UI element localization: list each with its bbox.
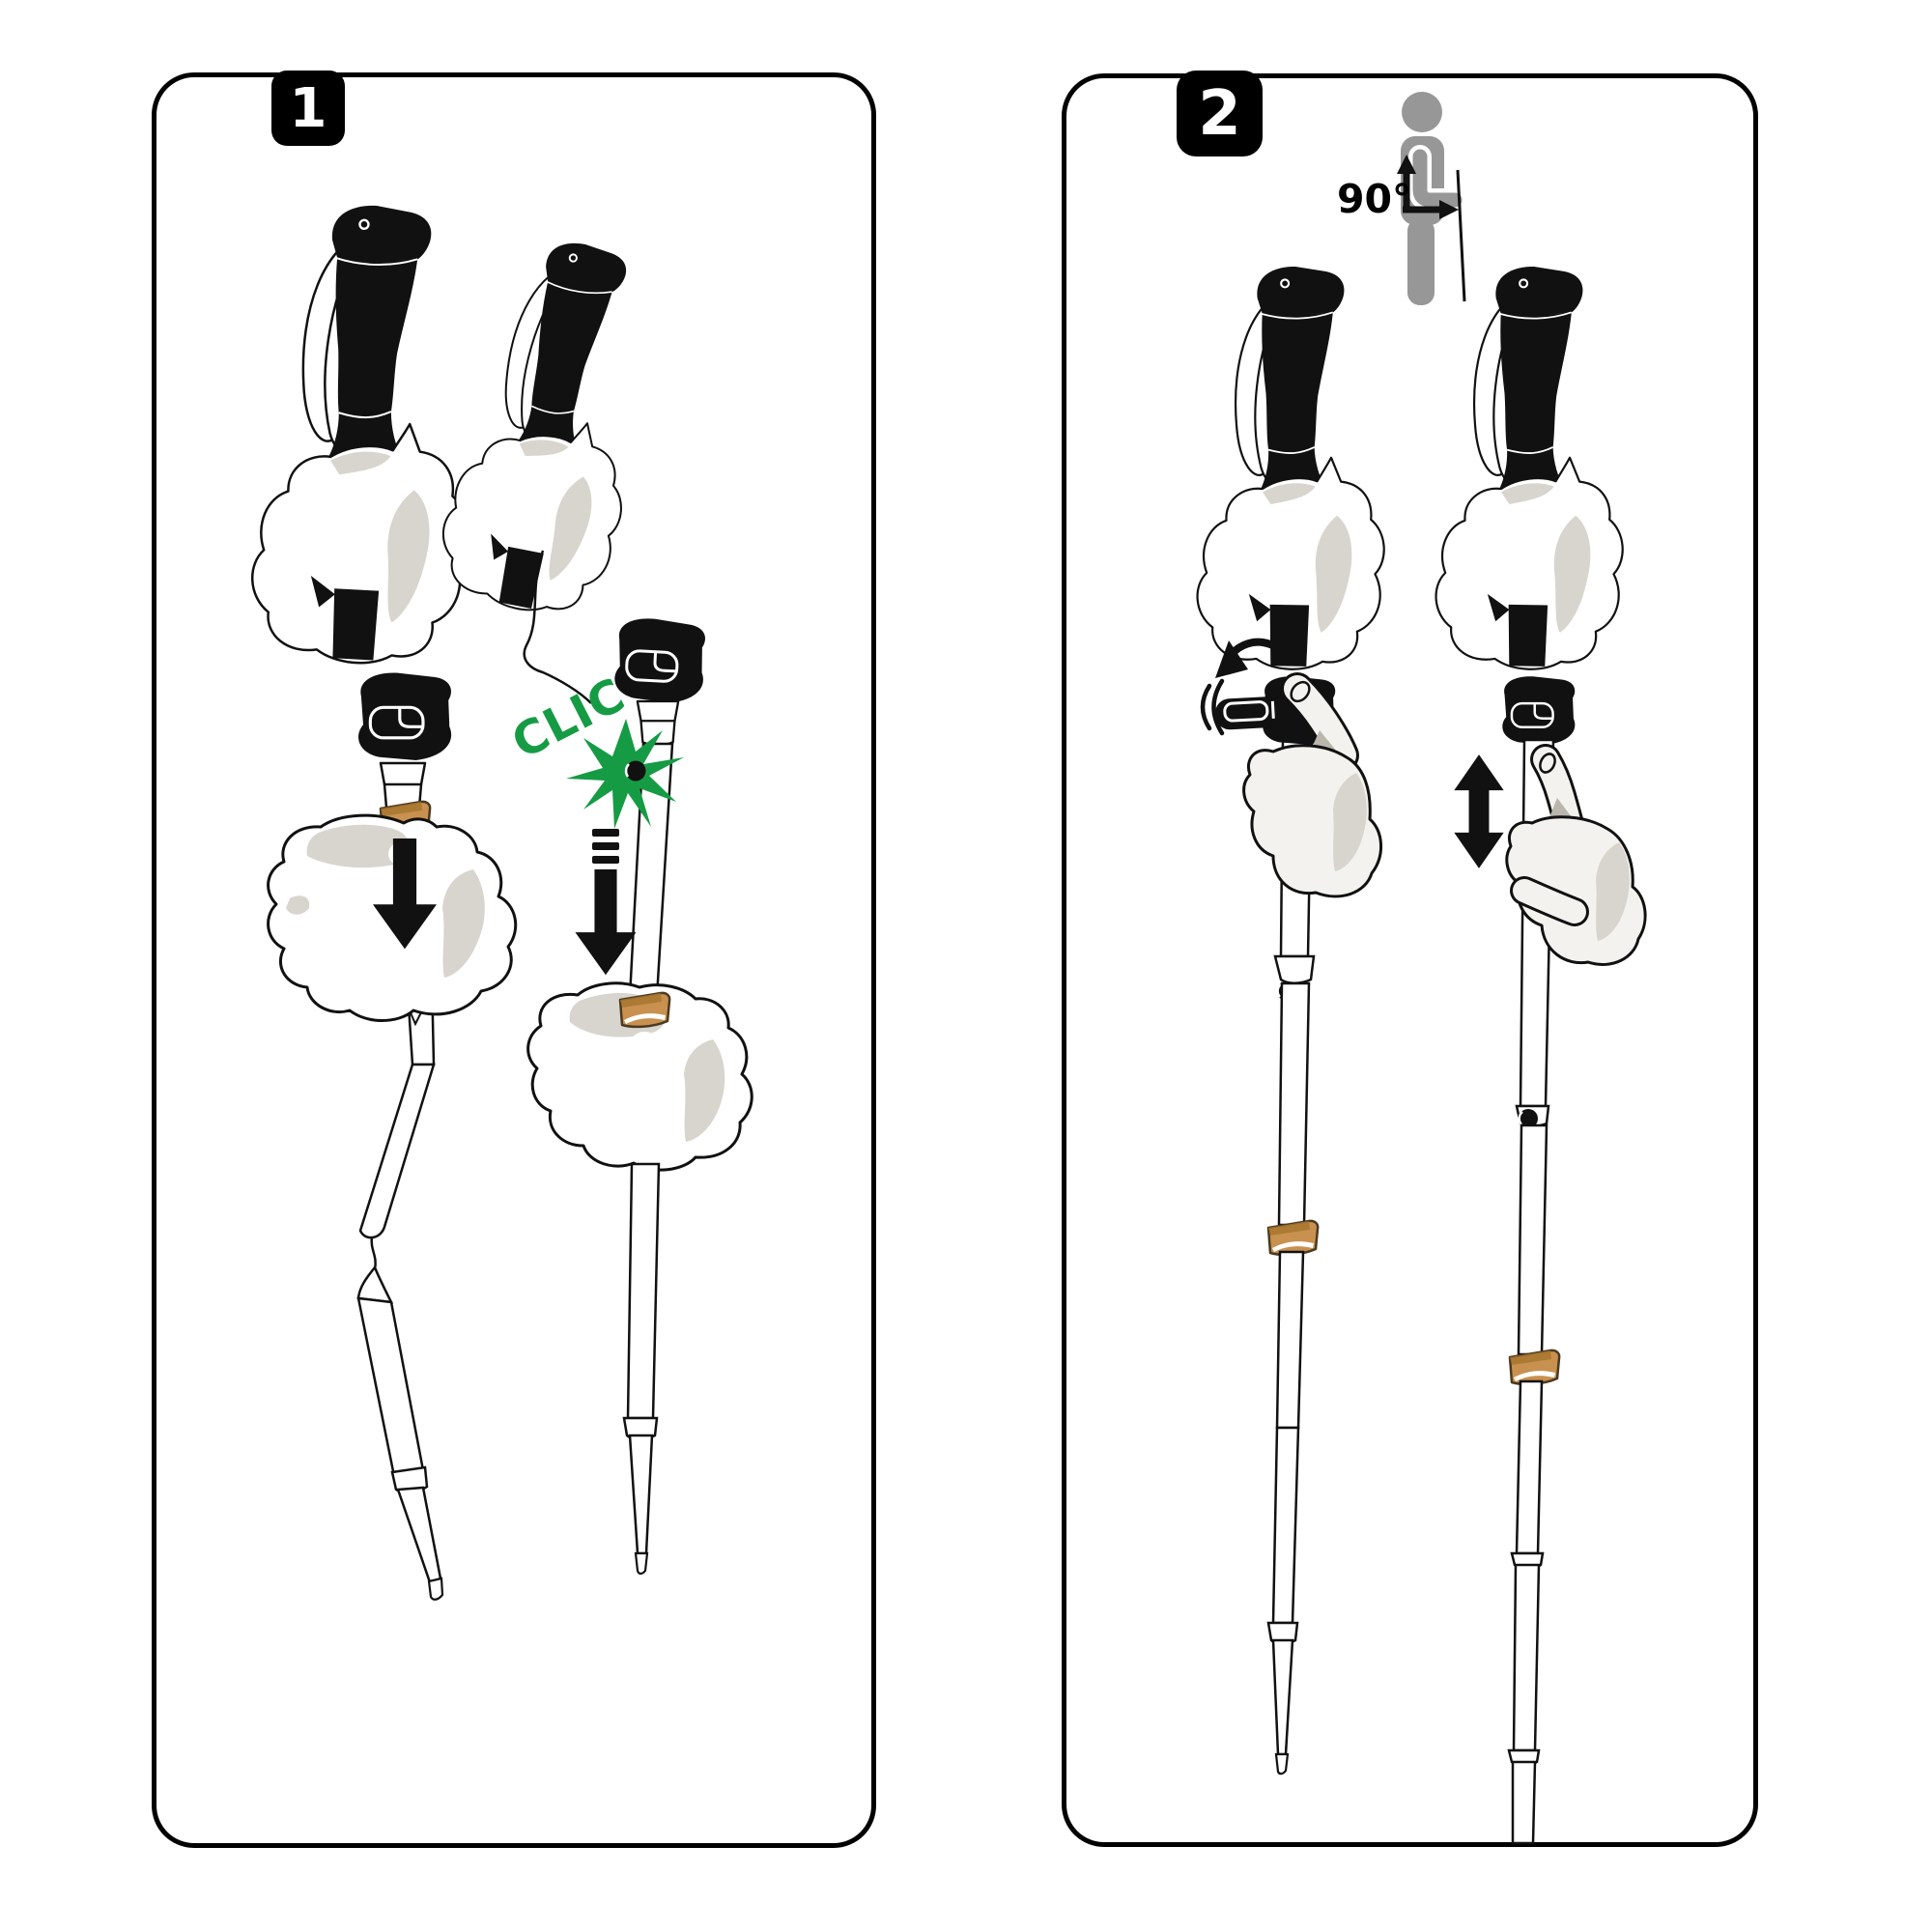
pole-slide-adjust xyxy=(1434,264,1647,1845)
step-2-number: 2 xyxy=(1198,77,1241,150)
step-1-illustration xyxy=(246,199,753,1601)
right-angle-arrows-icon xyxy=(1397,155,1459,219)
clamp-lever-icon xyxy=(356,670,453,762)
pole-lever-open xyxy=(1195,264,1390,1776)
dashed-down-arrow-icon xyxy=(575,829,637,976)
step-2-illustration xyxy=(1195,92,1647,1845)
angle-90-label: 90° xyxy=(1337,176,1412,222)
panel-step-2 xyxy=(1062,73,1758,1847)
assembled-pole xyxy=(430,227,753,1576)
adjustment-band-icon xyxy=(618,991,671,1029)
inner-cord xyxy=(370,1236,377,1270)
pole-tip xyxy=(427,1577,444,1601)
vibration-lines-icon xyxy=(1200,678,1225,736)
person-90-degrees-icon xyxy=(1397,92,1466,305)
folded-pole xyxy=(246,199,518,1601)
hand-sliding-pole xyxy=(1505,744,1647,966)
push-pin-button xyxy=(1519,1109,1538,1128)
double-vertical-arrow-icon xyxy=(1454,754,1504,868)
adjustment-band-icon xyxy=(1508,1349,1561,1386)
step-2-badge: 2 xyxy=(1177,71,1263,156)
mini-pole-line xyxy=(1456,169,1466,302)
clic-button-icon xyxy=(625,760,646,781)
clamp-lever-icon xyxy=(611,615,708,706)
strap-edge xyxy=(523,550,592,704)
clamp-lever-icon xyxy=(1501,674,1577,747)
hand-flipping-lever xyxy=(1242,672,1383,898)
step-1-number: 1 xyxy=(289,76,327,140)
open-lever xyxy=(1214,696,1300,730)
pole-tip xyxy=(1274,1752,1290,1776)
adjustment-band-icon xyxy=(1266,1219,1320,1257)
pole-tip xyxy=(634,1551,649,1576)
rotate-lever-arrow-icon xyxy=(1215,638,1293,678)
step-1-badge: 1 xyxy=(271,71,345,146)
